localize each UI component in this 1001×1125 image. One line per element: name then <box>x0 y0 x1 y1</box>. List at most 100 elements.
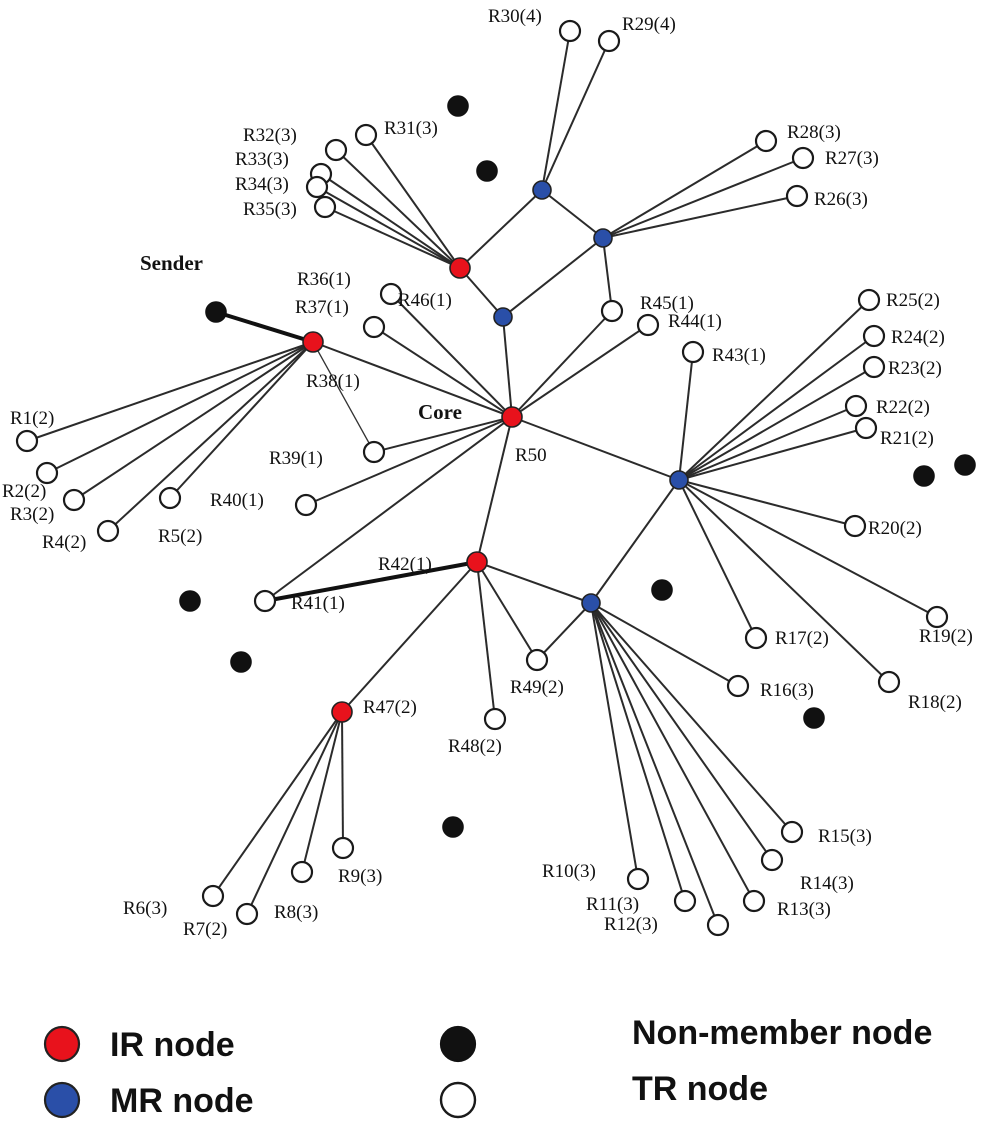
node-r30 <box>558 19 582 43</box>
edge-mr-r21-R25 <box>678 299 870 481</box>
node-r14 <box>760 848 784 872</box>
label-layer: SenderR50CoreR42(1)R47(2)R1(2)R2(2)R3(2)… <box>2 6 973 940</box>
node-label-r24: R24(2) <box>891 327 945 348</box>
edge-ir-r38-R2 <box>46 341 314 474</box>
node-r48 <box>483 707 507 731</box>
node-label-sender: Sender <box>140 251 203 275</box>
node-nm2 <box>476 160 498 182</box>
node-r18 <box>877 670 901 694</box>
node-nm6 <box>803 707 825 729</box>
node-r20 <box>843 514 867 538</box>
edge-ir-r47-R7 <box>246 711 343 915</box>
node-label-r46: R46(1) <box>398 290 452 311</box>
edge-ir-r42-mr-r49 <box>476 561 592 604</box>
node-label-r41: R41(1) <box>291 593 345 614</box>
node-nm4 <box>954 454 976 476</box>
node-nm7 <box>179 590 201 612</box>
node-label-ir-r47: R47(2) <box>363 697 417 718</box>
node-label-r3: R3(2) <box>10 504 54 525</box>
legend-item-non-member: Non-member node <box>439 1014 932 1063</box>
node-r31 <box>354 123 378 147</box>
edge-ir-r47-R8 <box>301 711 343 873</box>
legend-label-mr: MR node <box>110 1082 254 1120</box>
node-r26 <box>785 184 809 208</box>
node-ir-r47 <box>331 701 353 723</box>
node-r5 <box>158 486 182 510</box>
node-label-r9: R9(3) <box>338 866 382 887</box>
legend-item-ir: IR node <box>43 1025 235 1064</box>
edge-ir-r42-R48 <box>476 561 496 720</box>
node-r11 <box>673 889 697 913</box>
edge-mr-r30-R30 <box>541 30 571 191</box>
node-label-r48: R48(2) <box>448 736 502 757</box>
edge-ir-r38-R39 <box>312 341 375 453</box>
edge-mr-r30-R29 <box>541 40 610 191</box>
node-r43 <box>681 340 705 364</box>
node-r13 <box>742 889 766 913</box>
node-sender <box>205 301 227 323</box>
node-nm9 <box>442 816 464 838</box>
node-label-r33: R33(3) <box>235 149 289 170</box>
node-mr-r49 <box>581 593 601 613</box>
node-mr-r21 <box>669 470 689 490</box>
node-r27 <box>791 146 815 170</box>
node-mr-r46 <box>493 307 513 327</box>
edge-ir-r47-R9 <box>341 711 344 849</box>
edge-core-mr-r46 <box>502 316 513 418</box>
node-r25 <box>857 288 881 312</box>
edge-mr-r21-R20 <box>678 479 856 527</box>
node-r2 <box>35 461 59 485</box>
node-label-r31: R31(3) <box>384 118 438 139</box>
node-label-r37: R37(1) <box>295 297 349 318</box>
node-nm5 <box>651 579 673 601</box>
edge-mr-r49-R49 <box>536 602 592 661</box>
edge-ir-r38-R1 <box>26 341 314 442</box>
edge-mr-r46-mr-r26 <box>502 237 604 318</box>
edge-mr-r49-R12 <box>590 602 719 926</box>
node-ir-top <box>449 257 471 279</box>
edge-sender-ir-r38 <box>215 310 314 344</box>
node-label-r32: R32(3) <box>243 125 297 146</box>
edge-mr-r26-R26 <box>602 195 798 239</box>
edge-mr-r49-R14 <box>590 602 773 861</box>
edge-mr-r21-R23 <box>678 366 875 481</box>
edge-mr-r49-R11 <box>590 602 686 902</box>
node-r45 <box>600 299 624 323</box>
edge-mr-r21-R24 <box>678 335 875 481</box>
node-label-r30: R30(4) <box>488 6 542 27</box>
node-label-r34: R34(3) <box>235 174 289 195</box>
node-label-r29: R29(4) <box>622 14 676 35</box>
edge-mr-r49-R16 <box>590 602 739 687</box>
node-layer <box>15 19 976 937</box>
node-label-r27: R27(3) <box>825 148 879 169</box>
node-nm1 <box>447 95 469 117</box>
edge-core-R45 <box>511 310 613 418</box>
node-r44 <box>636 313 660 337</box>
edge-ir-r42-R41 <box>264 560 478 603</box>
node-label-r8: R8(3) <box>274 902 318 923</box>
node-label-r38: R38(1) <box>306 371 360 392</box>
edge-ir-r38-R5 <box>169 341 314 499</box>
edge-mr-r49-R13 <box>590 602 755 902</box>
edge-mr-r21-R22 <box>678 405 857 481</box>
node-label-r21: R21(2) <box>880 428 934 449</box>
edge-mr-r21-R21 <box>678 427 867 481</box>
node-r36 <box>379 282 403 306</box>
node-caption-core: Core <box>418 400 462 424</box>
node-label-r16: R16(3) <box>760 680 814 701</box>
edge-mr-r21-R18 <box>678 479 890 683</box>
node-label-r45: R45(1) <box>640 293 694 314</box>
node-r8 <box>290 860 314 884</box>
node-label-r23: R23(2) <box>888 358 942 379</box>
node-label-r25: R25(2) <box>886 290 940 311</box>
edge-ir-r47-R6 <box>212 711 343 897</box>
node-core <box>501 406 523 428</box>
edge-core-R37 <box>373 326 513 418</box>
node-r9 <box>331 836 355 860</box>
legend-item-tr: TR node <box>439 1070 768 1119</box>
node-r32 <box>324 138 348 162</box>
node-r29 <box>597 29 621 53</box>
node-r35 <box>313 195 337 219</box>
node-label-r18: R18(2) <box>908 692 962 713</box>
legend: IR node MR node Non-member node TR node <box>43 1014 932 1120</box>
